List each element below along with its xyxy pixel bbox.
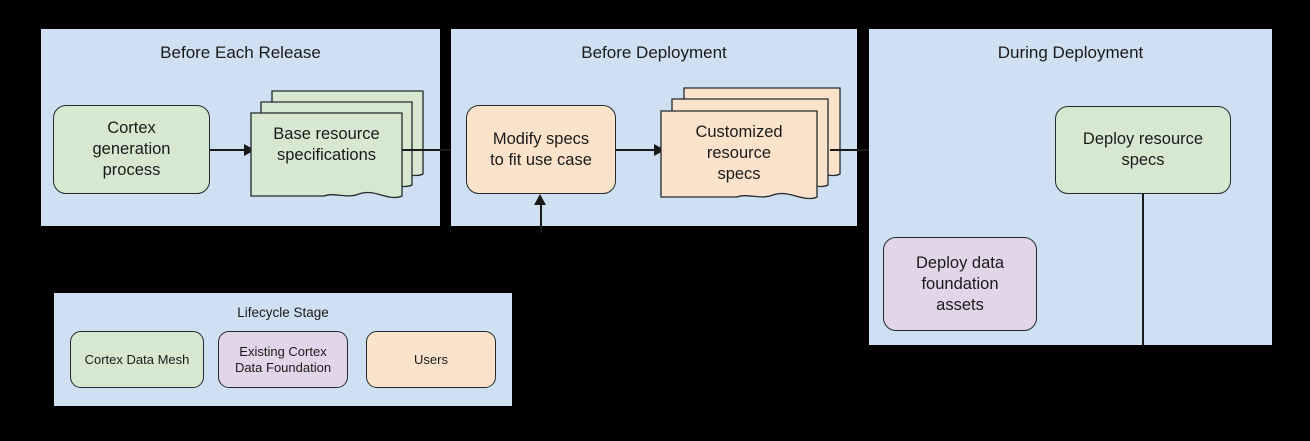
doc-shape-front xyxy=(660,110,818,200)
node-customized-resource-specs[interactable]: Customized resource specs xyxy=(660,85,844,209)
node-label-cortex-generation-process: Cortex generation process xyxy=(92,119,171,179)
node-label-modify-specs: Modify specs to fit use case xyxy=(490,129,592,169)
legend-item-label-users: Users xyxy=(414,351,448,367)
legend-title: Lifecycle Stage xyxy=(237,305,329,320)
node-deploy-data-foundation-assets[interactable]: Deploy data foundation assets xyxy=(883,237,1037,331)
node-cortex-generation-process[interactable]: Cortex generation process xyxy=(53,105,210,194)
arrow-head-modify-to-customized xyxy=(654,143,665,156)
arrow-line-users-to-modify xyxy=(540,199,543,233)
legend-item-label-cortex-data-mesh: Cortex Data Mesh xyxy=(84,351,190,367)
panel-title-before-each-release: Before Each Release xyxy=(160,43,321,62)
arrow-line-gen-to-base xyxy=(210,149,246,151)
node-base-resource-specifications[interactable]: Base resource specifications xyxy=(250,88,426,208)
legend-item-cortex-data-mesh[interactable]: Cortex Data Mesh xyxy=(70,331,204,388)
panel-title-during-deployment: During Deployment xyxy=(997,43,1144,62)
arrow-line-base-to-modify xyxy=(402,149,462,151)
arrow-line-modify-to-customized xyxy=(616,149,656,151)
legend-item-users[interactable]: Users xyxy=(366,331,496,388)
node-deploy-resource-specs[interactable]: Deploy resource specs xyxy=(1055,106,1231,194)
doc-shape-front xyxy=(250,112,403,199)
arrow-head-gen-to-base xyxy=(244,143,255,156)
node-label-deploy-data-foundation-assets: Deploy data foundation assets xyxy=(915,253,1005,314)
arrow-head-users-to-modify xyxy=(534,194,546,205)
line-deploy-resource-specs-down xyxy=(1142,194,1145,345)
panel-title-before-deployment: Before Deployment xyxy=(581,43,727,62)
legend-item-label-existing-cortex-data-foundation: Existing Cortex Data Foundation xyxy=(234,343,332,375)
node-label-deploy-resource-specs: Deploy resource specs xyxy=(1082,130,1204,169)
node-modify-specs[interactable]: Modify specs to fit use case xyxy=(466,105,616,194)
legend-item-existing-cortex-data-foundation[interactable]: Existing Cortex Data Foundation xyxy=(218,331,348,388)
